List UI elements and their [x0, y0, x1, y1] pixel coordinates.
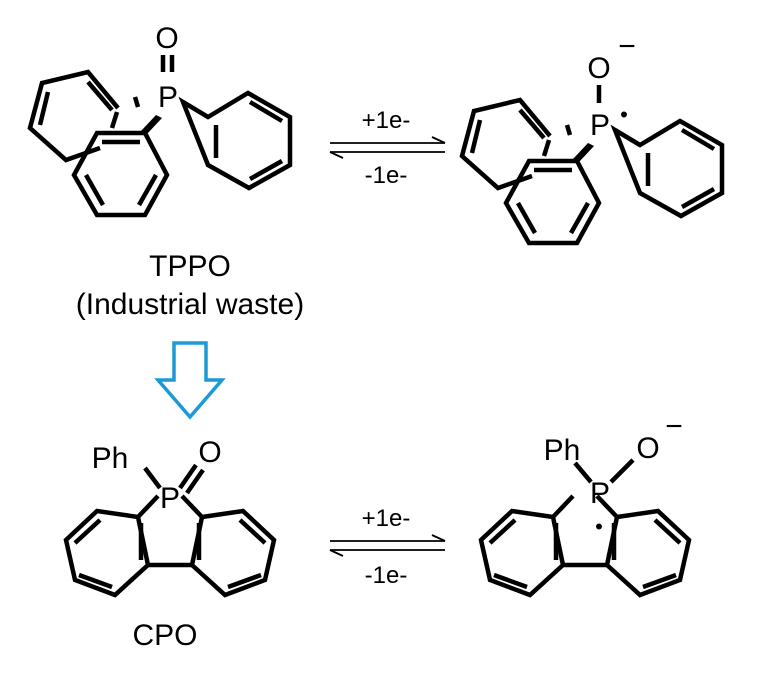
bottom-forward-label: +1e- [362, 505, 411, 532]
cpo-radical-anion-structure: Ph O − P • [481, 410, 689, 595]
anion-oxygen: O [587, 52, 610, 85]
anion-phenyl: Ph [544, 434, 581, 467]
transform-arrow [154, 341, 226, 420]
radical-dot: • [620, 102, 628, 127]
tppo-sublabel: (Industrial waste) [76, 288, 304, 321]
bottom-equilibrium-arrow [329, 534, 446, 557]
tppo-radical-anion-structure: O − P • [462, 30, 722, 243]
cpo-phosphorus: P [160, 482, 180, 515]
top-equilibrium-arrow [329, 136, 446, 159]
top-forward-label: +1e- [362, 107, 411, 134]
bottom-reverse-label: -1e- [365, 562, 408, 589]
cpo-phenyl: Ph [92, 442, 129, 475]
anion-phosphorus: P [590, 477, 610, 510]
top-reverse-label: -1e- [365, 162, 408, 189]
tppo-phosphorus: P [158, 81, 178, 114]
cpo-structure: Ph O P [66, 436, 274, 595]
cpo-label: CPO [132, 619, 197, 652]
tppo-structure: O P [30, 22, 290, 215]
tppo-label: TPPO [149, 250, 231, 283]
anion-oxygen: O [636, 432, 659, 465]
radical-dot: • [595, 514, 603, 539]
anion-phosphorus: P [590, 109, 610, 142]
cpo-oxygen: O [198, 436, 221, 469]
tppo-oxygen: O [155, 22, 178, 55]
anion-charge: − [618, 30, 636, 63]
anion-charge: − [665, 410, 683, 443]
